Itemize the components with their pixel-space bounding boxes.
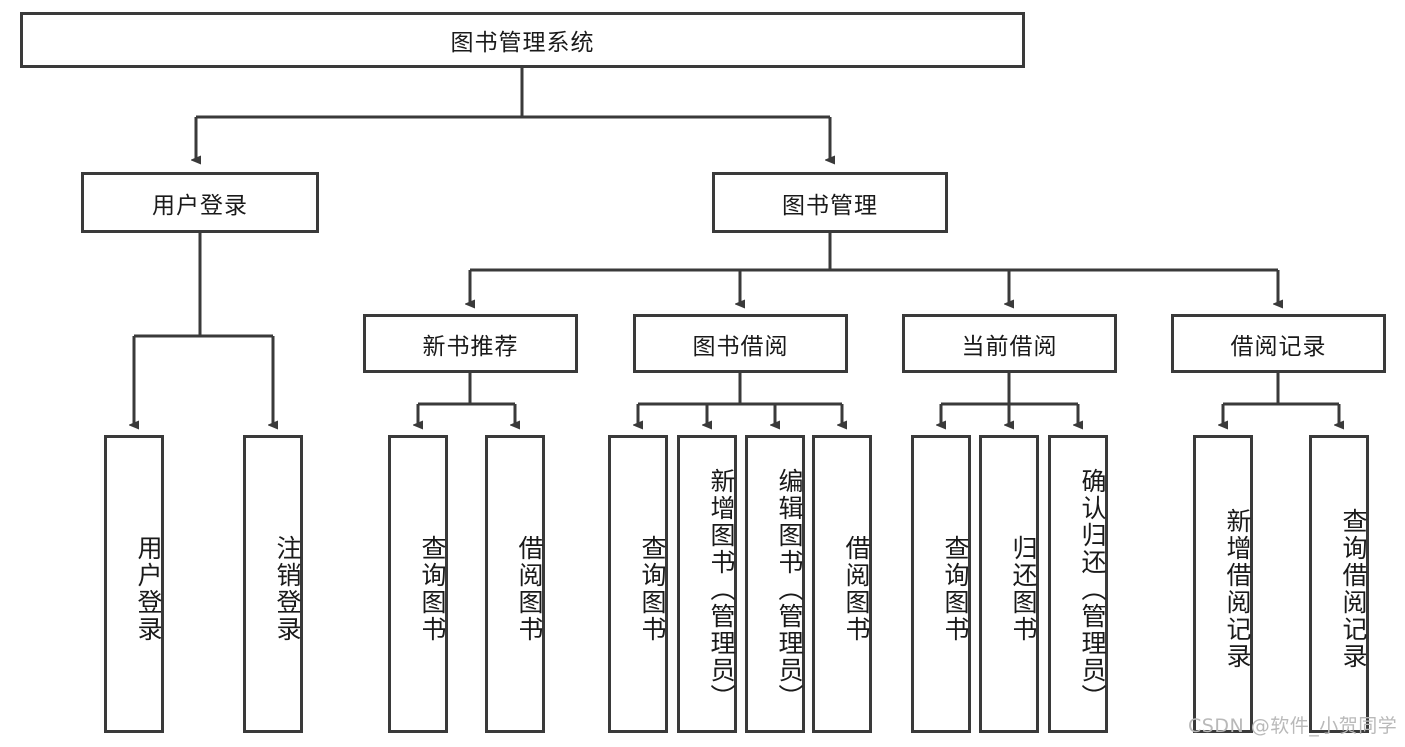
node-label: 当前借阅 xyxy=(961,333,1058,360)
node-label: 用户登录 xyxy=(134,535,163,643)
node-label: 归还图书 xyxy=(1009,535,1038,643)
node-book-borrow[interactable]: 图书借阅 xyxy=(633,314,848,373)
node-user-login[interactable]: 用户登录 xyxy=(81,172,319,233)
node-label: 新增借阅记录 xyxy=(1223,508,1252,670)
leaf-edit-book-admin[interactable]: 编辑图书（管理员） xyxy=(745,435,805,733)
csdn-watermark: CSDN @软件_小贺同学 xyxy=(1188,715,1398,737)
node-root-book-management-system[interactable]: 图书管理系统 xyxy=(20,12,1025,68)
leaf-query-borrow-record[interactable]: 查询借阅记录 xyxy=(1309,435,1369,733)
node-label: 查询图书 xyxy=(418,535,447,643)
node-label: 图书借阅 xyxy=(692,333,789,360)
node-label: 编辑图书（管理员） xyxy=(775,467,804,711)
node-label: 用户登录 xyxy=(152,192,248,219)
node-label: 借阅记录 xyxy=(1230,333,1327,360)
node-label: 新书推荐 xyxy=(422,333,519,360)
node-new-book-recommend[interactable]: 新书推荐 xyxy=(363,314,578,373)
node-label: 查询借阅记录 xyxy=(1339,508,1368,670)
node-current-borrow[interactable]: 当前借阅 xyxy=(902,314,1117,373)
node-label: 新增图书（管理员） xyxy=(707,467,736,711)
leaf-return-book[interactable]: 归还图书 xyxy=(979,435,1039,733)
leaf-query-book-borrow[interactable]: 查询图书 xyxy=(608,435,668,733)
leaf-add-book-admin[interactable]: 新增图书（管理员） xyxy=(677,435,737,733)
leaf-borrow-book[interactable]: 借阅图书 xyxy=(812,435,872,733)
node-book-management[interactable]: 图书管理 xyxy=(712,172,948,233)
leaf-add-borrow-record[interactable]: 新增借阅记录 xyxy=(1193,435,1253,733)
node-label: 图书管理系统 xyxy=(450,30,595,56)
leaf-borrow-book-recommend[interactable]: 借阅图书 xyxy=(485,435,545,733)
leaf-query-book-current[interactable]: 查询图书 xyxy=(911,435,971,733)
leaf-confirm-return-admin[interactable]: 确认归还（管理员） xyxy=(1048,435,1108,733)
leaf-logout-login[interactable]: 注销登录 xyxy=(243,435,303,733)
node-borrow-record[interactable]: 借阅记录 xyxy=(1171,314,1386,373)
node-label: 借阅图书 xyxy=(515,535,544,643)
node-label: 注销登录 xyxy=(273,535,302,643)
node-label: 借阅图书 xyxy=(842,535,871,643)
node-label: 查询图书 xyxy=(638,535,667,643)
node-label: 查询图书 xyxy=(941,535,970,643)
leaf-user-login[interactable]: 用户登录 xyxy=(104,435,164,733)
node-label: 图书管理 xyxy=(782,192,878,219)
leaf-query-book-recommend[interactable]: 查询图书 xyxy=(388,435,448,733)
node-label: 确认归还（管理员） xyxy=(1078,467,1107,711)
